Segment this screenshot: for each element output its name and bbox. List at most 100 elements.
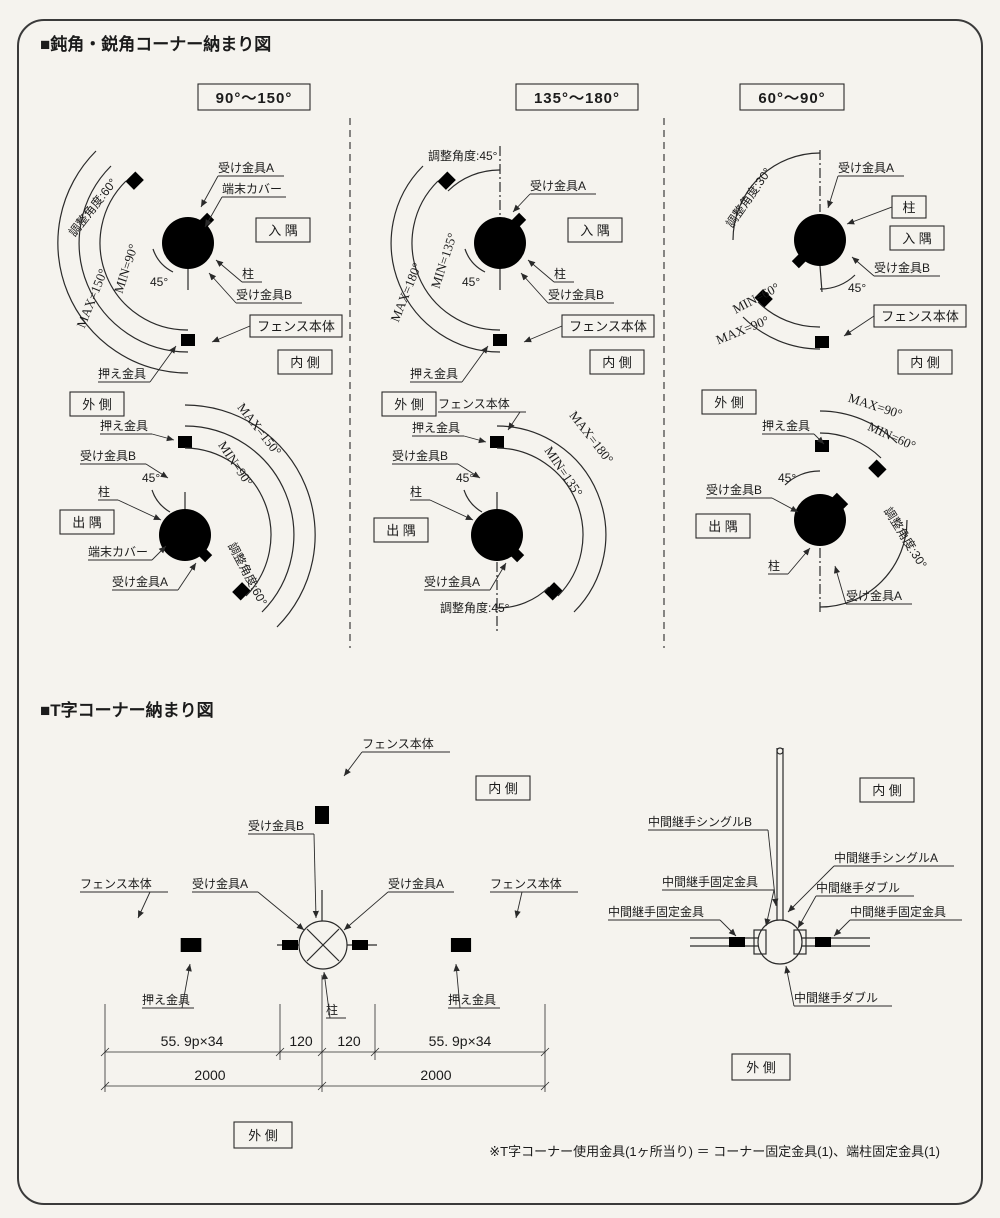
dim-120-left: 120: [289, 1033, 313, 1049]
panel3-drawing: [711, 150, 930, 612]
panel1-drawing: [57, 128, 316, 644]
svg-text:内 側: 内 側: [602, 355, 632, 370]
t-label-fence-left: フェンス本体: [80, 877, 168, 919]
sheet-border: [17, 19, 983, 1205]
t-label-uke-a-right: 受け金具A: [343, 876, 454, 931]
p3-label-holder: 押え金具: [762, 418, 825, 445]
t-label-fence-right: フェンス本体: [490, 877, 578, 919]
p1-label-inside: 内 側: [277, 349, 333, 375]
p1-label-inner-corner: 入 隅: [255, 217, 311, 243]
svg-text:受け金具A: 受け金具A: [424, 574, 480, 589]
svg-text:入 隅: 入 隅: [902, 231, 932, 246]
p1-label-cover-top: 端末カバー: [204, 182, 286, 228]
p1-label-uke-a-top: 受け金具A: [200, 160, 284, 208]
section1-title: ■鈍角・鋭角コーナー納まり図: [40, 34, 271, 54]
panel2-drawing: [390, 128, 607, 644]
p1-label-holder-bottom: 押え金具: [100, 418, 175, 442]
p2-45-top: 45°: [462, 275, 480, 289]
p1-label-fence-top: フェンス本体: [211, 314, 343, 343]
p2-label-outer-corner: 出 隅: [373, 517, 429, 543]
j-label-single-b: 中間継手シングルB: [648, 814, 779, 907]
svg-text:押え金具: 押え金具: [98, 366, 146, 381]
svg-text:フェンス本体: フェンス本体: [362, 737, 434, 751]
svg-text:外 側: 外 側: [746, 1060, 776, 1075]
svg-text:入 隅: 入 隅: [580, 223, 610, 238]
dim-2000-left: 2000: [194, 1067, 225, 1083]
j-label-outside: 外 側: [731, 1053, 791, 1081]
p2-adjust-bottom: 調整角度:45°: [440, 600, 510, 615]
p1-label-post-top: 柱: [215, 259, 262, 283]
p3-label-uke-b-top: 受け金具B: [851, 256, 940, 277]
p2-label-post-top: 柱: [527, 259, 574, 283]
svg-text:受け金具A: 受け金具A: [846, 588, 902, 603]
p3-45-bottom: 45°: [778, 471, 796, 485]
t-label-post: 柱: [321, 971, 346, 1019]
svg-text:中間継手シングルB: 中間継手シングルB: [648, 814, 752, 829]
p2-adjust-top: 調整角度:45°: [428, 148, 498, 163]
p2-label-inner-corner: 入 隅: [567, 217, 623, 243]
p2-label-uke-a-top: 受け金具A: [512, 178, 596, 213]
svg-text:内 側: 内 側: [488, 781, 518, 796]
p1-label-outside: 外 側: [69, 391, 125, 417]
j-label-inside: 内 側: [859, 777, 915, 803]
svg-text:中間継手固定金具: 中間継手固定金具: [608, 904, 704, 919]
svg-text:中間継手シングルA: 中間継手シングルA: [834, 850, 938, 865]
svg-text:内 側: 内 側: [290, 355, 320, 370]
svg-text:出 隅: 出 隅: [708, 519, 738, 534]
t-dimensions: 55. 9p×34 120 120 55. 9p×34 2000 2000: [100, 975, 550, 1092]
t-label-holder-right: 押え金具: [448, 963, 500, 1009]
svg-text:受け金具A: 受け金具A: [388, 876, 444, 891]
panel1-header: 90°～150°: [197, 83, 311, 111]
p3-label-uke-a-top: 受け金具A: [827, 160, 904, 209]
p2-label-post-bottom: 柱: [410, 484, 474, 521]
svg-text:柱: 柱: [902, 200, 915, 215]
p3-label-fence: フェンス本体: [843, 304, 967, 337]
j-label-double-bottom: 中間継手ダブル: [784, 965, 892, 1007]
j-label-double-right: 中間継手ダブル: [797, 880, 914, 929]
svg-text:フェンス本体: フェンス本体: [438, 397, 510, 411]
svg-text:受け金具A: 受け金具A: [192, 876, 248, 891]
svg-text:フェンス本体: フェンス本体: [881, 309, 959, 324]
t-label-inside: 内 側: [475, 775, 531, 801]
svg-text:受け金具B: 受け金具B: [706, 482, 762, 497]
p2-label-outside: 外 側: [381, 391, 437, 417]
t-label-uke-b: 受け金具B: [248, 818, 319, 919]
usage-note: ※T字コーナー使用金具(1ヶ所当り) ＝ コーナー固定金具(1)、端柱固定金具(…: [489, 1144, 940, 1159]
svg-text:受け金具B: 受け金具B: [548, 287, 604, 302]
dim-pitch-left: 55. 9p×34: [161, 1033, 224, 1049]
svg-text:柱: 柱: [98, 484, 110, 499]
svg-text:外 側: 外 側: [82, 397, 112, 412]
t-label-holder-left: 押え金具: [142, 963, 194, 1009]
p3-label-inside: 内 側: [897, 349, 953, 375]
dim-pitch-right: 55. 9p×34: [429, 1033, 492, 1049]
svg-text:中間継手ダブル: 中間継手ダブル: [794, 990, 878, 1005]
svg-text:出 隅: 出 隅: [386, 523, 416, 538]
p3-label-post-top: 柱: [846, 195, 927, 225]
svg-text:フェンス本体: フェンス本体: [490, 877, 562, 891]
svg-text:外 側: 外 側: [714, 395, 744, 410]
svg-text:受け金具B: 受け金具B: [80, 448, 136, 463]
svg-text:受け金具B: 受け金具B: [236, 287, 292, 302]
dim-2000-right: 2000: [420, 1067, 451, 1083]
dim-120-right: 120: [337, 1033, 361, 1049]
p2-label-holder-top: 押え金具: [410, 345, 489, 383]
svg-text:内 側: 内 側: [910, 355, 940, 370]
p1-label-uke-b-top: 受け金具B: [208, 272, 302, 304]
p3-label-outer-corner: 出 隅: [695, 513, 751, 539]
p3-label-uke-b-bottom: 受け金具B: [706, 482, 799, 513]
section2-title: ■T字コーナー納まり図: [40, 700, 214, 720]
svg-text:押え金具: 押え金具: [412, 420, 460, 435]
svg-text:受け金具A: 受け金具A: [218, 160, 274, 175]
svg-text:中間継手固定金具: 中間継手固定金具: [850, 904, 946, 919]
svg-text:柱: 柱: [410, 484, 422, 499]
p1-label-cover-bottom: 端末カバー: [88, 545, 167, 561]
svg-text:受け金具B: 受け金具B: [392, 448, 448, 463]
p3-label-outside: 外 側: [701, 389, 757, 415]
p2-label-holder-bottom: 押え金具: [412, 420, 487, 444]
svg-text:中間継手固定金具: 中間継手固定金具: [662, 874, 758, 889]
p3-label-inner-corner: 入 隅: [889, 225, 945, 251]
svg-text:柱: 柱: [768, 558, 780, 573]
svg-text:押え金具: 押え金具: [100, 418, 148, 433]
j-label-fix-2: 中間継手固定金具: [608, 904, 737, 937]
